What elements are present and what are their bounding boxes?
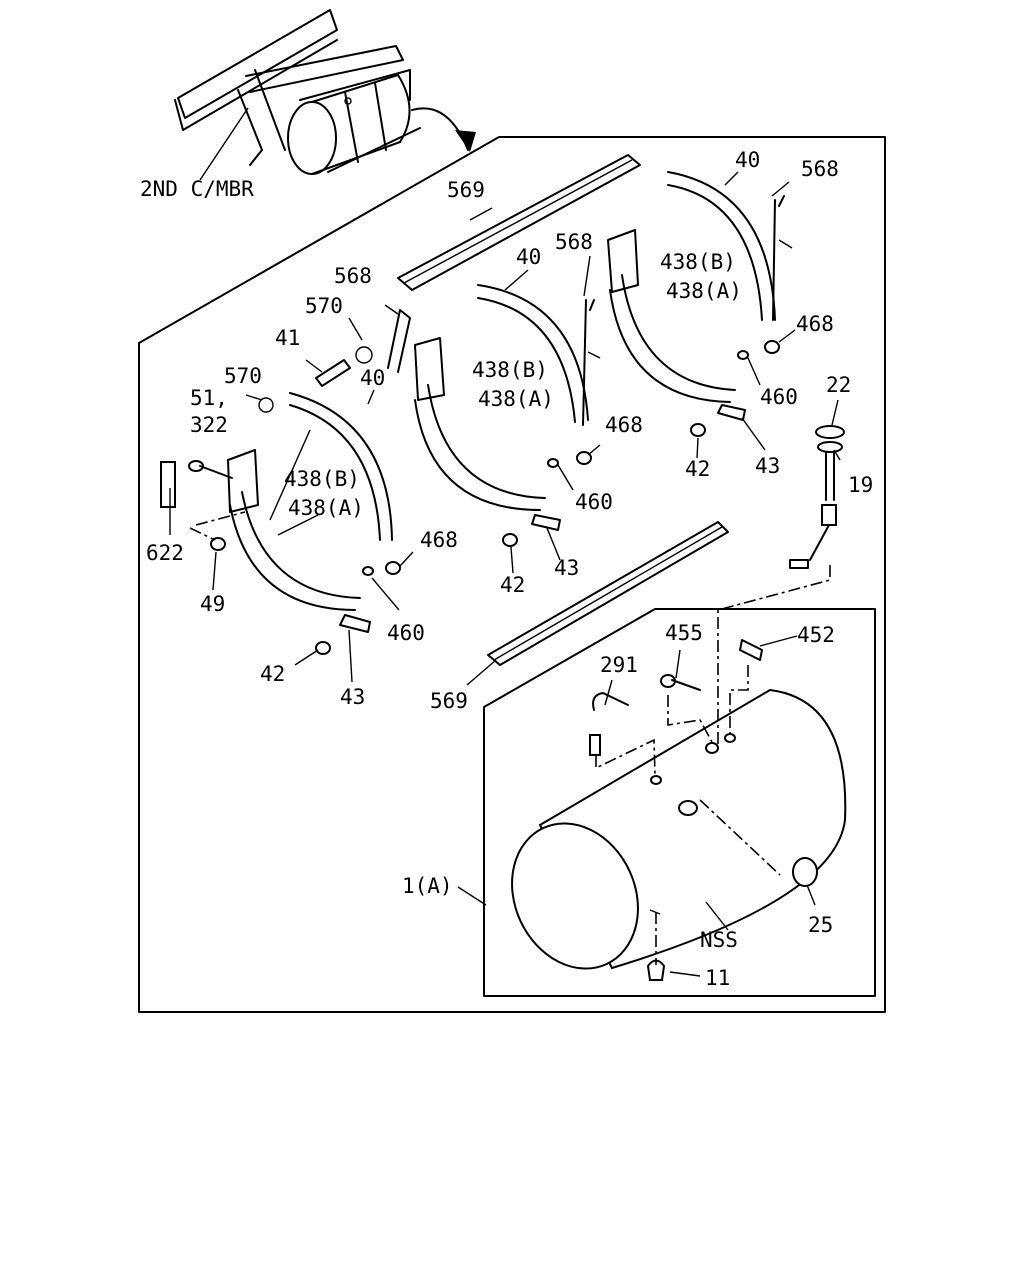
callout-570-left: 570 <box>224 364 262 388</box>
callout-438a-right: 438(A) <box>666 279 742 303</box>
callout-460-mid: 460 <box>575 490 613 514</box>
callout-42-mid: 42 <box>500 573 525 597</box>
callout-22: 22 <box>826 373 851 397</box>
callout-nss: NSS <box>700 928 738 952</box>
callout-labels: 1(A) NSS 11 25 19 22 291 455 452 568 570… <box>146 148 873 990</box>
callout-568-left: 568 <box>334 264 372 288</box>
callout-452: 452 <box>797 623 835 647</box>
callout-2nd-c-mbr: 2ND C/MBR <box>140 177 254 201</box>
callout-43-left: 43 <box>340 685 365 709</box>
tank-band-set-left <box>160 309 411 655</box>
callout-455: 455 <box>665 621 703 645</box>
strap-569-upper <box>397 154 641 291</box>
chassis-inset <box>174 9 476 181</box>
callout-468-mid: 468 <box>605 413 643 437</box>
callout-43-mid: 43 <box>554 556 579 580</box>
callout-291: 291 <box>600 653 638 677</box>
callout-41: 41 <box>275 326 300 350</box>
callout-569-upper: 569 <box>447 178 485 202</box>
tank-band-set-middle <box>414 284 601 547</box>
callout-42-left: 42 <box>260 662 285 686</box>
callout-460-left: 460 <box>387 621 425 645</box>
callout-51: 51, <box>190 386 228 410</box>
assembly-boundary <box>138 136 886 1013</box>
strap-569-lower <box>487 521 729 666</box>
callout-438b-left: 438(B) <box>284 467 360 491</box>
callout-43-right: 43 <box>755 454 780 478</box>
callout-438b-mid: 438(B) <box>472 358 548 382</box>
fuel-tank <box>511 688 847 981</box>
callout-438b-right: 438(B) <box>660 250 736 274</box>
callout-11: 11 <box>705 966 730 990</box>
callout-49: 49 <box>200 592 225 616</box>
callout-40-right: 40 <box>735 148 760 172</box>
callout-1a: 1(A) <box>402 874 453 898</box>
callout-40-mid: 40 <box>516 245 541 269</box>
callout-42-right: 42 <box>685 457 710 481</box>
callout-438a-left: 438(A) <box>288 496 364 520</box>
callout-468-left: 468 <box>420 528 458 552</box>
callout-622: 622 <box>146 541 184 565</box>
callout-460-right: 460 <box>760 385 798 409</box>
callout-468-right: 468 <box>796 312 834 336</box>
callout-568-mid: 568 <box>555 230 593 254</box>
tank-subassembly-boundary <box>483 608 876 997</box>
callout-19: 19 <box>848 473 873 497</box>
callout-568-right: 568 <box>801 157 839 181</box>
callout-570-top: 570 <box>305 294 343 318</box>
callout-322: 322 <box>190 413 228 437</box>
callout-25: 25 <box>808 913 833 937</box>
fuel-sender-unit <box>789 425 845 569</box>
callout-40-left: 40 <box>360 366 385 390</box>
tank-band-set-right <box>607 171 793 437</box>
leader-lines <box>169 171 841 977</box>
callout-569-lower: 569 <box>430 689 468 713</box>
fittings <box>589 639 763 756</box>
dash-dot-leaders <box>595 565 831 965</box>
callout-438a-mid: 438(A) <box>478 387 554 411</box>
